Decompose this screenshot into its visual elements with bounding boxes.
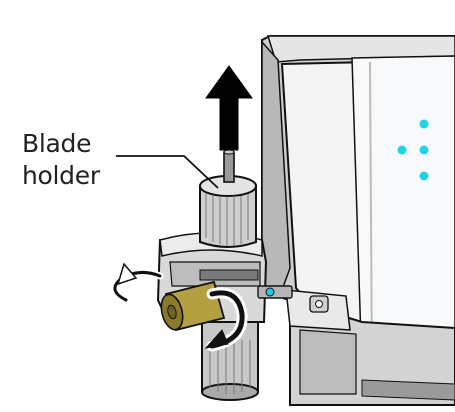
machine-base-slot xyxy=(361,379,455,401)
callout-leader-line xyxy=(116,155,219,189)
holder-upper-cylinder xyxy=(199,185,257,248)
led-indicator xyxy=(397,145,407,155)
up-arrow-icon xyxy=(205,65,253,151)
holder-housing-slot xyxy=(199,269,259,281)
led-indicator xyxy=(419,119,429,129)
blade-holder-label: Blade holder xyxy=(22,128,100,192)
led-indicator xyxy=(419,171,429,181)
bracket-screw-head xyxy=(315,300,323,308)
blade-plunger xyxy=(223,151,235,183)
led-indicator xyxy=(419,145,429,155)
blade-holder-label-line2: holder xyxy=(22,161,100,190)
blade-plunger-top xyxy=(223,149,235,155)
rotate-arrow-icon xyxy=(111,262,164,304)
holder-lower-cap xyxy=(201,383,259,401)
led-indicators xyxy=(397,119,429,181)
machine-cover-edge xyxy=(369,61,373,371)
rotate-arrow-icon xyxy=(204,287,248,352)
holder-lower-knurl xyxy=(209,340,251,394)
holder-pin xyxy=(257,285,293,299)
brass-knob-center xyxy=(167,304,177,320)
machine-base-inner xyxy=(299,329,357,395)
blade-holder-label-line1: Blade xyxy=(22,129,92,158)
machine-cover-panel xyxy=(351,55,455,377)
holder-upper-knurl xyxy=(205,194,249,246)
holder-pin-tip xyxy=(265,287,275,297)
machine-body xyxy=(261,35,455,406)
